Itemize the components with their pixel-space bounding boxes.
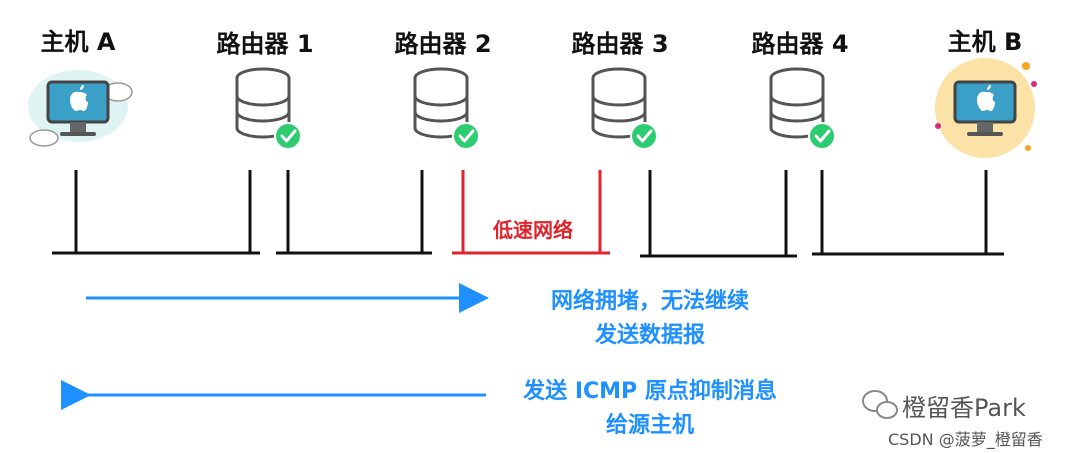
link-slow-network (452, 170, 610, 255)
node-label-host-a: 主机 A (40, 28, 116, 56)
link-router-3-router-4 (640, 170, 797, 258)
link-router-4-host-b (812, 170, 1004, 256)
link-router-1-router-2 (276, 170, 432, 255)
node-label-host-b: 主机 B (947, 28, 1023, 56)
host-a-icon (28, 70, 133, 147)
check-circle-icon (273, 121, 303, 151)
wechat-icon (862, 390, 898, 419)
link-host-a-router-1 (52, 170, 260, 255)
slow-network-label: 低速网络 (493, 218, 573, 242)
back-caption-line-1: 发送 ICMP 原点抑制消息 (523, 379, 777, 404)
router-1-icon (235, 67, 303, 151)
forward-caption-line-1: 网络拥堵，无法继续 (550, 289, 750, 314)
back-caption-line-2: 给源主机 (605, 413, 695, 438)
host-b-icon (935, 58, 1037, 158)
watermark-csdn: CSDN @菠萝_橙留香 (888, 430, 1043, 449)
node-label-router-4: 路由器 4 (751, 30, 849, 58)
router-3-icon (591, 67, 659, 151)
router-4-icon (769, 67, 837, 151)
router-2-icon (413, 67, 481, 151)
check-circle-icon (629, 121, 659, 151)
check-circle-icon (807, 121, 837, 151)
node-label-router-1: 路由器 1 (216, 30, 314, 58)
forward-caption: 网络拥堵，无法继续 发送数据报 (551, 285, 749, 353)
check-circle-icon (451, 121, 481, 151)
back-caption: 发送 ICMP 原点抑制消息 给源主机 (523, 375, 777, 443)
watermark-brand: 橙留香Park (902, 394, 1026, 422)
forward-caption-line-2: 发送数据报 (594, 323, 706, 348)
node-label-router-2: 路由器 2 (394, 30, 492, 58)
node-label-router-3: 路由器 3 (571, 30, 669, 58)
